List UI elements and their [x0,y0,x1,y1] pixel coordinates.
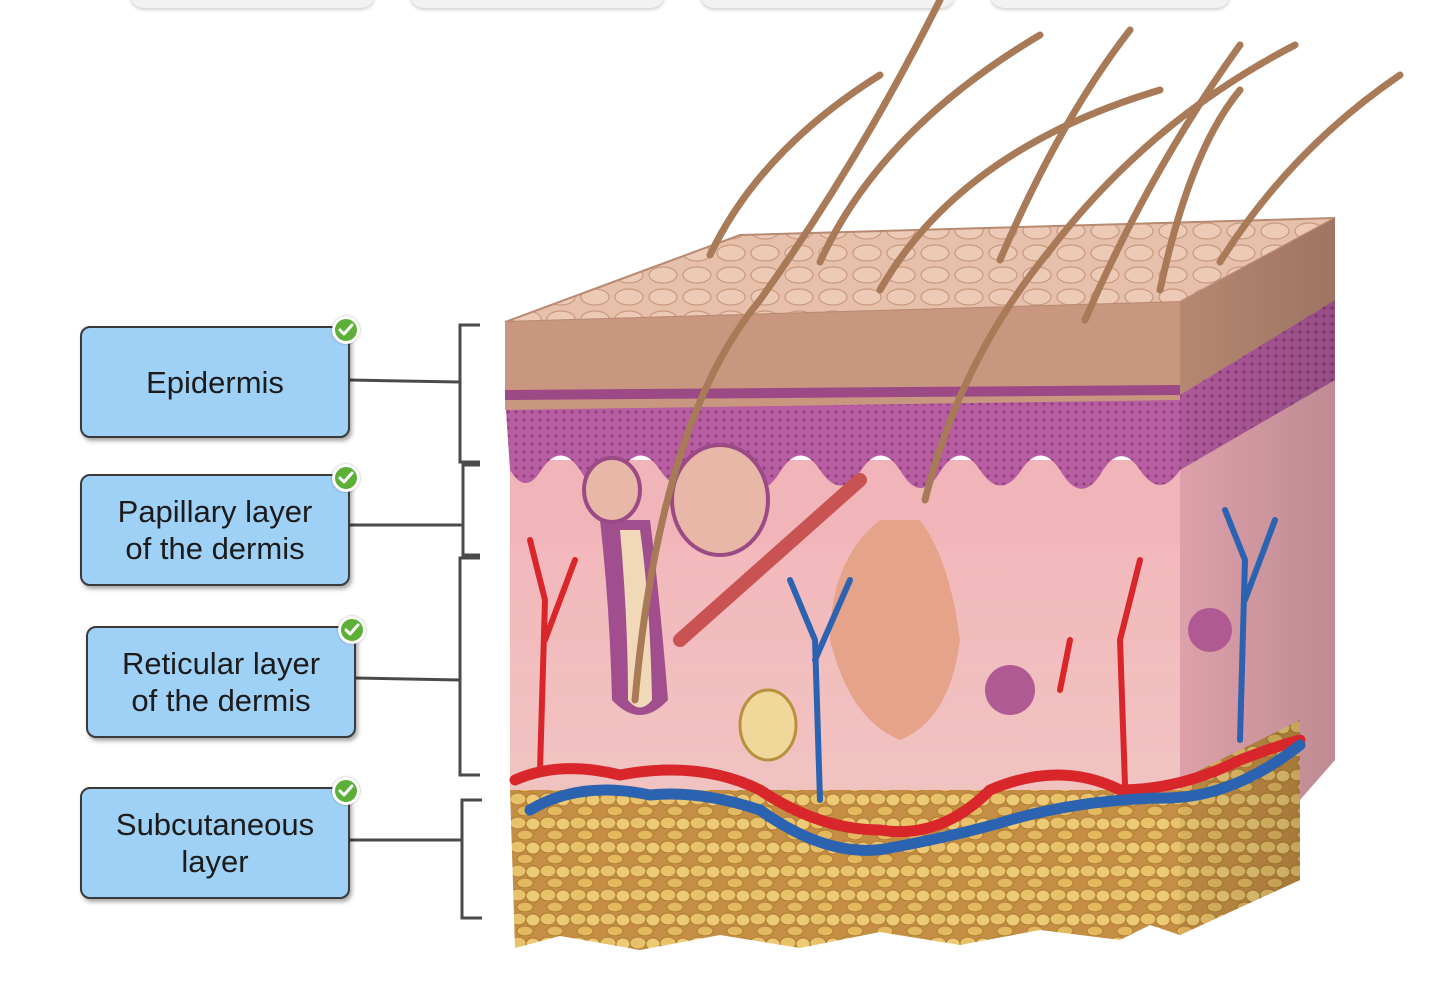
epidermis-region [505,302,1180,410]
leader-lines [349,378,463,842]
vein-plexus [524,739,1306,856]
label-subcutaneous-layer-text: Subcutaneous layer [115,807,315,879]
label-papillary-layer-text: Papillary layer of the dermis [117,494,313,566]
bracket-papillary [461,463,480,557]
check-icon [338,616,366,644]
bracket-subcutaneous [460,798,482,920]
check-icon [332,316,360,344]
artery-plexus [509,734,1306,838]
label-reticular-layer-text: Reticular layer of the dermis [121,646,321,718]
answer-bank-tab-1 [130,0,375,8]
leader-reticular [355,676,461,682]
answer-bank-tab-4 [990,0,1230,8]
label-papillary-layer[interactable]: Papillary layer of the dermis [80,464,360,586]
bracket-reticular [458,556,480,777]
answer-bank-tab-2 [410,0,665,8]
sebaceous-gland [670,443,770,557]
arrector-pili-muscle [673,473,867,647]
label-reticular-layer[interactable]: Reticular layer of the dermis [86,616,366,738]
pacinian-corpuscle [738,688,798,762]
subcutaneous-region [510,790,1180,950]
hair-shafts [631,0,1404,704]
label-epidermis-text: Epidermis [146,364,284,400]
label-subcutaneous-layer[interactable]: Subcutaneous layer [80,777,360,899]
answer-bank-tab-3 [700,0,955,8]
label-epidermis[interactable]: Epidermis [80,316,360,438]
bracket-epidermis [458,323,480,464]
sweat-gland [985,665,1035,715]
leader-epidermis [349,378,461,384]
hair-follicle-center [830,520,960,740]
check-icon [332,464,360,492]
check-icon [332,777,360,805]
layer-brackets [458,323,482,920]
